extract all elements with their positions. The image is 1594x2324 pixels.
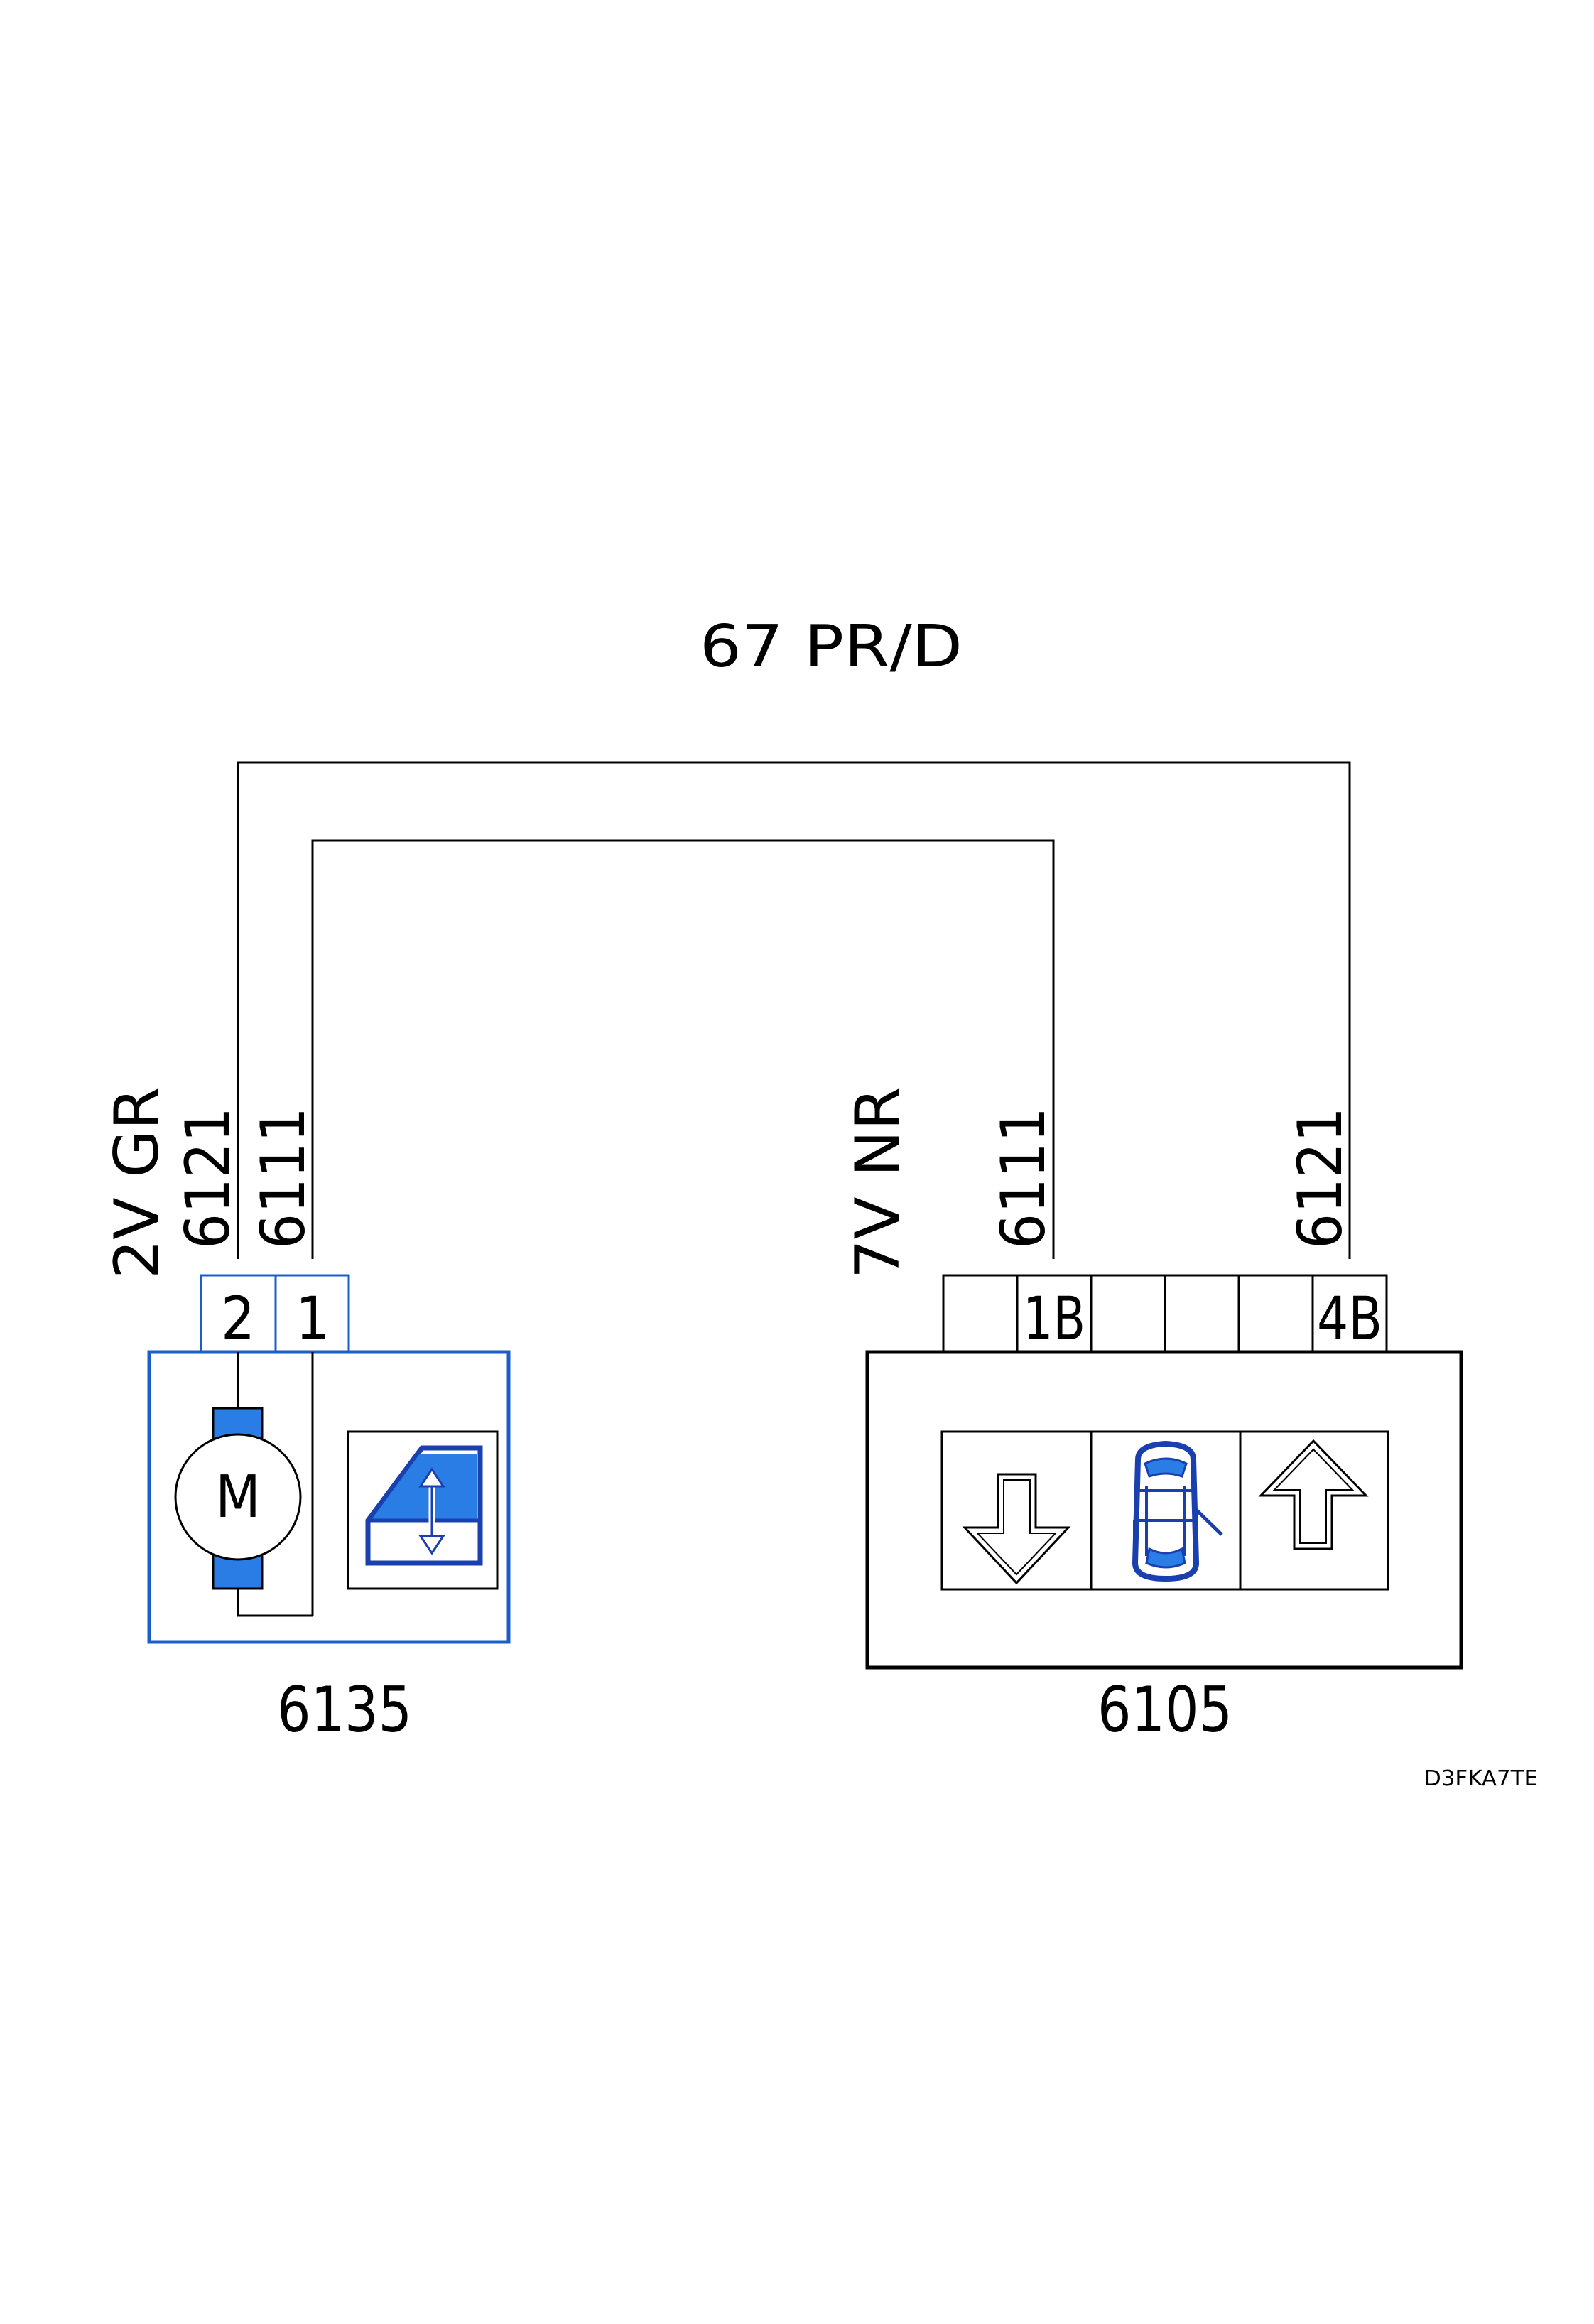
switch-pin-4b: 4B <box>1317 1284 1382 1353</box>
harness-title: 67 PR/D <box>700 613 963 681</box>
switch-connector: 1B 4B <box>942 1274 1388 1353</box>
switch-connector-label: 7V NR <box>842 1087 913 1279</box>
wire-6111 <box>311 839 1055 1259</box>
switch-buttons <box>940 1430 1389 1591</box>
switch-wire-label-6121: 6121 <box>1285 1107 1356 1249</box>
motor-component: 2V GR 6121 6111 2 1 M <box>102 1087 511 1746</box>
switch-body <box>865 1350 1463 1670</box>
motor-pin-2: 2 <box>221 1284 255 1353</box>
motor-wire-label-6111: 6111 <box>248 1107 319 1249</box>
switch-id: 6105 <box>1097 1673 1232 1746</box>
down-arrow-icon <box>962 1473 1071 1585</box>
diagram-reference: D3FKA7TE <box>1424 1766 1538 1791</box>
motor-body <box>147 1350 511 1644</box>
switch-component: 7V NR 6111 6121 1B 4B <box>842 1087 1463 1746</box>
switch-pin-1b: 1B <box>1023 1284 1085 1353</box>
motor-connector: 2 1 <box>200 1274 350 1353</box>
window-lift-icon <box>347 1430 499 1590</box>
motor-connector-label: 2V GR <box>102 1087 173 1279</box>
motor-pin-1: 1 <box>296 1284 330 1353</box>
up-arrow-icon <box>1258 1439 1369 1550</box>
motor-letter: M <box>215 1464 261 1531</box>
car-top-view-icon <box>1132 1440 1223 1582</box>
motor-symbol-icon: M <box>174 1407 302 1590</box>
motor-id: 6135 <box>277 1673 412 1746</box>
motor-wire-label-6121: 6121 <box>173 1107 244 1249</box>
switch-wire-label-6111: 6111 <box>988 1107 1059 1249</box>
wire-6121 <box>237 761 1351 1259</box>
